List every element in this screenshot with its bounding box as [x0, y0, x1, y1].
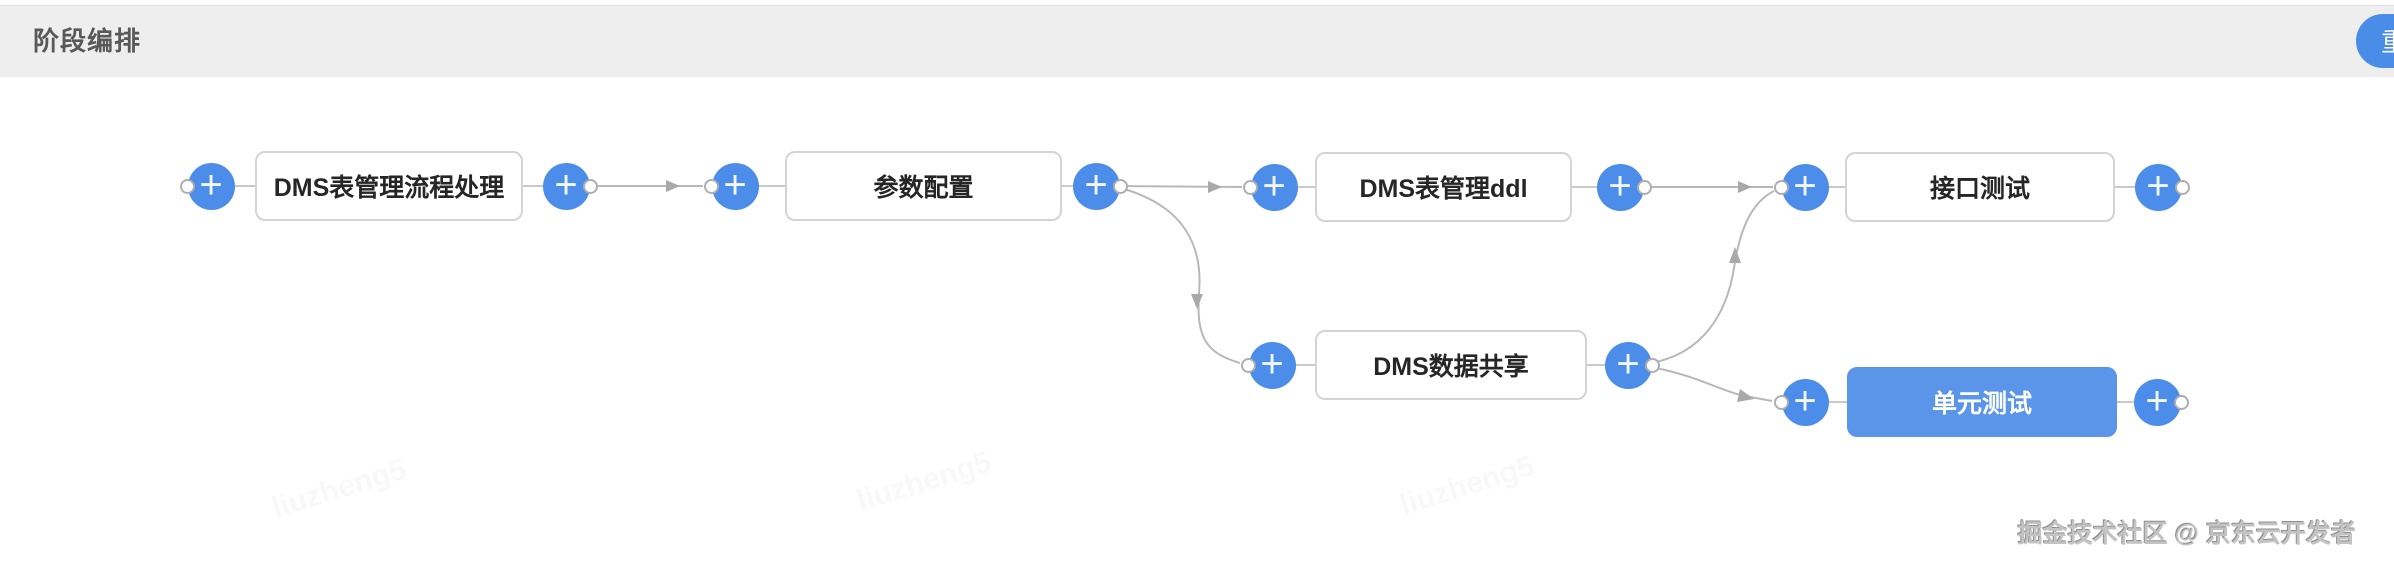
port[interactable]: [582, 178, 598, 194]
port[interactable]: [1773, 179, 1789, 195]
plus-icon: +: [199, 162, 223, 207]
add-stage-button[interactable]: +: [1596, 163, 1644, 211]
arrowhead-icon: [1737, 389, 1754, 402]
page-title: 阶段编排: [33, 26, 142, 56]
plus-icon: +: [1262, 163, 1286, 208]
stage-node-label: 接口测试: [1929, 175, 2030, 203]
port[interactable]: [1636, 179, 1652, 195]
plus-icon: +: [1260, 341, 1284, 386]
arrowhead-icon: [1208, 181, 1222, 193]
stage-node-label: DMS表管理ddl: [1359, 175, 1528, 203]
port[interactable]: [1773, 394, 1789, 410]
port[interactable]: [2173, 394, 2189, 410]
stage-node-2[interactable]: 参数配置: [785, 151, 1062, 221]
top-divider: [0, 0, 2394, 6]
stage-node-6[interactable]: 单元测试: [1847, 367, 2117, 437]
stage-node-label: DMS数据共享: [1373, 353, 1529, 381]
edge-2-5: [1123, 188, 1241, 364]
plus-icon: +: [1616, 341, 1640, 386]
port[interactable]: [1644, 357, 1660, 373]
add-stage-button[interactable]: +: [1072, 162, 1120, 210]
add-stage-button[interactable]: +: [1604, 341, 1652, 389]
add-stage-button[interactable]: +: [1250, 163, 1298, 211]
port[interactable]: [179, 178, 195, 194]
port[interactable]: [1112, 178, 1128, 194]
plus-icon: +: [723, 162, 747, 207]
panel-header: 阶段编排: [0, 6, 2394, 77]
reset-button[interactable]: 重: [2356, 14, 2394, 68]
add-stage-button[interactable]: +: [1781, 378, 1829, 426]
edge-5-4: [1655, 190, 1775, 363]
plus-icon: +: [2145, 378, 2169, 423]
stage-node-label: DMS表管理流程处理: [273, 174, 505, 202]
port[interactable]: [2174, 179, 2190, 195]
stage-node-label: 单元测试: [1931, 390, 2032, 418]
arrowhead-icon: [666, 180, 680, 192]
stage-node-label: 参数配置: [873, 174, 974, 202]
add-stage-button[interactable]: +: [542, 162, 590, 210]
add-stage-button[interactable]: +: [2134, 163, 2182, 211]
add-stage-button[interactable]: +: [711, 162, 759, 210]
plus-icon: +: [554, 162, 578, 207]
stage-node-5[interactable]: DMS数据共享: [1315, 330, 1587, 400]
plus-icon: +: [1793, 378, 1817, 423]
arrowhead-icon: [1191, 294, 1203, 309]
add-stage-button[interactable]: +: [187, 162, 235, 210]
plus-icon: +: [1608, 163, 1632, 208]
plus-icon: +: [1084, 162, 1108, 207]
port[interactable]: [1240, 357, 1256, 373]
arrowhead-icon: [1738, 181, 1752, 193]
stage-node-3[interactable]: DMS表管理ddl: [1315, 152, 1572, 222]
arrowhead-icon: [1729, 247, 1741, 263]
add-stage-button[interactable]: +: [1248, 341, 1296, 389]
stage-node-4[interactable]: 接口测试: [1845, 152, 2115, 222]
plus-icon: +: [2146, 163, 2170, 208]
edge-5-6: [1655, 367, 1773, 402]
add-stage-button[interactable]: +: [1781, 163, 1829, 211]
port[interactable]: [1242, 179, 1258, 195]
plus-icon: +: [1793, 163, 1817, 208]
edge-2-3: [1119, 185, 1243, 188]
add-stage-button[interactable]: +: [2133, 378, 2181, 426]
credit-watermark: 掘金技术社区 @ 京东云开发者: [2017, 520, 2356, 548]
port[interactable]: [703, 178, 719, 194]
stage-node-1[interactable]: DMS表管理流程处理: [255, 151, 523, 221]
